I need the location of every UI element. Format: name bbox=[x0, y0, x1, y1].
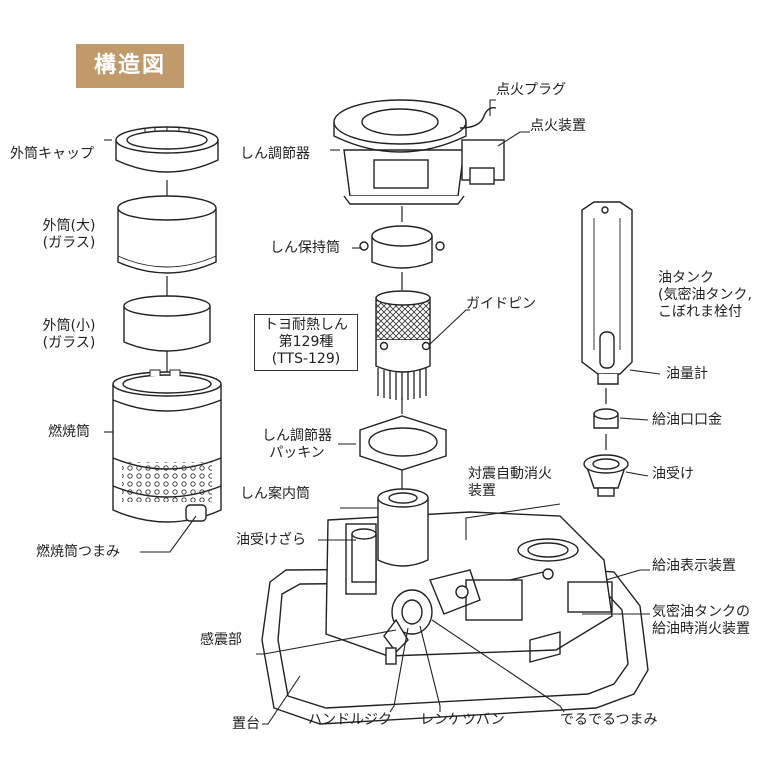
label-wick-holder: しん保持筒 bbox=[270, 240, 340, 256]
outer-tube-small-part bbox=[123, 295, 211, 352]
linkage-part bbox=[429, 568, 554, 615]
label-outer-tube-large: 外筒(大) (ガラス) bbox=[42, 218, 96, 251]
label-oil-tank: 油タンク (気密油タンク, こぼれま栓付 bbox=[658, 270, 752, 320]
wick-guide-part bbox=[377, 488, 429, 567]
label-outer-cap: 外筒キャップ bbox=[10, 146, 94, 162]
leader-lines bbox=[104, 99, 661, 725]
wick-part bbox=[375, 290, 431, 400]
wick-adjuster-part bbox=[333, 99, 505, 205]
label-knob: でるでるつまみ bbox=[560, 712, 658, 728]
packing-part bbox=[359, 415, 447, 471]
label-igniter: 点火装置 bbox=[530, 118, 586, 134]
page-title: 構造図 bbox=[76, 44, 184, 88]
label-outer-tube-small: 外筒(小) (ガラス) bbox=[42, 318, 96, 351]
filler-cap-part bbox=[593, 408, 619, 429]
label-filler-cap: 給油口口金 bbox=[652, 412, 722, 428]
label-linkage: レンケツバン bbox=[420, 712, 505, 728]
label-oil-tray: 油受けざら bbox=[236, 532, 306, 548]
label-wick-guide: しん案内筒 bbox=[240, 486, 310, 502]
left-axis-dashes bbox=[166, 180, 607, 490]
handle-jig-part bbox=[383, 589, 433, 665]
label-level-gauge: 油量計 bbox=[666, 366, 708, 382]
oil-tray-part bbox=[351, 528, 377, 583]
label-combustion-tube: 燃焼筒 bbox=[48, 424, 90, 440]
label-seismic-sensor: 感震部 bbox=[200, 632, 242, 648]
label-igniter-plug: 点火プラグ bbox=[496, 82, 566, 98]
oil-tank-part bbox=[581, 201, 633, 385]
label-oil-receiver: 油受け bbox=[652, 466, 694, 482]
oil-receiver-part bbox=[583, 454, 629, 497]
outer-cap-part bbox=[115, 126, 219, 173]
label-wick: トヨ耐熱しん 第129種 (TTS-129) bbox=[254, 314, 358, 371]
label-wick-adjuster: しん調節器 bbox=[240, 146, 310, 162]
label-packing: しん調節器 パッキン bbox=[262, 428, 332, 461]
label-guide-pin: ガイドピン bbox=[466, 296, 536, 312]
label-fill-indicator: 給油表示装置 bbox=[652, 558, 736, 574]
label-combustion-knob: 燃焼筒つまみ bbox=[36, 544, 120, 560]
outer-tube-large-part bbox=[117, 195, 217, 274]
label-auto-extinguish: 対震自動消火 装置 bbox=[468, 466, 552, 499]
combustion-tube-part bbox=[112, 369, 222, 523]
label-handle-jig: ハンドルジク bbox=[308, 712, 392, 728]
wick-holder-part bbox=[359, 225, 445, 269]
label-refuel-extinguish: 気密油タンクの 給油時消火装置 bbox=[652, 604, 750, 637]
label-base: 置台 bbox=[232, 716, 260, 732]
